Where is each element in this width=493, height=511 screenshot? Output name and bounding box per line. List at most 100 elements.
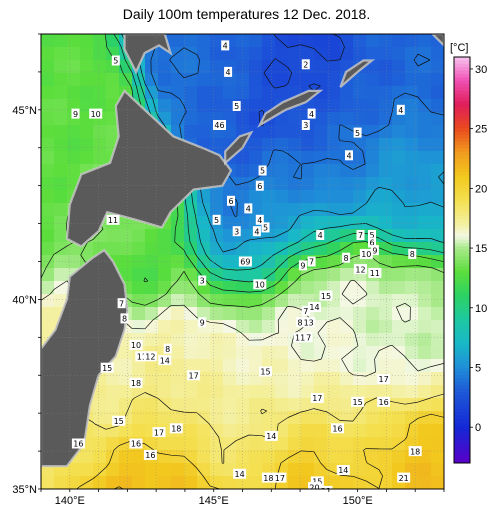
field-cell (54, 99, 68, 113)
contour-label-text: 14 (266, 432, 276, 441)
field-cell (431, 398, 444, 412)
field-cell (379, 411, 393, 425)
field-cell (431, 294, 444, 308)
field-cell (210, 138, 224, 152)
contour-label-box (135, 351, 149, 362)
field-cell (249, 190, 263, 204)
colorbar-cell (454, 266, 470, 271)
field-cell (249, 125, 263, 139)
field-cell (67, 73, 81, 87)
colorbar-cell (454, 97, 470, 102)
field-cell (314, 99, 328, 113)
colorbar-cell (454, 344, 470, 349)
land-masses (41, 34, 444, 468)
field-cell (106, 450, 120, 464)
field-cell (262, 47, 276, 61)
colorbar-cell (454, 361, 470, 366)
contour-label-box (120, 313, 129, 324)
field-cell (392, 177, 406, 191)
field-cell (366, 112, 380, 126)
field-cell (210, 346, 224, 360)
field-cell (236, 333, 250, 347)
field-cell (249, 294, 263, 308)
field-cell (405, 151, 419, 165)
field-cell (236, 320, 250, 334)
field-cell (418, 411, 432, 425)
field-cell (288, 190, 302, 204)
field-cell (366, 281, 380, 295)
field-cell (106, 125, 120, 139)
field-cell (249, 424, 263, 438)
field-cell (418, 34, 432, 48)
field-cell (275, 346, 289, 360)
field-cell (197, 216, 211, 230)
field-cell (210, 60, 224, 74)
contour-label-text: 18 (171, 425, 181, 434)
contour-label-text: 6 (369, 239, 374, 248)
field-cell (106, 476, 120, 489)
contour-label: 5 (261, 222, 270, 233)
field-cell (41, 177, 55, 191)
contour-label-text: 9 (372, 246, 377, 255)
field-cell (236, 359, 250, 373)
contour-label-text: 3 (200, 277, 205, 286)
colorbar-cell (454, 290, 470, 295)
field-cell (67, 476, 81, 489)
field-cell (158, 450, 172, 464)
field-cell (340, 86, 354, 100)
field-cell (119, 60, 133, 74)
contour-label-text: 3 (303, 121, 308, 130)
field-cell (41, 138, 55, 152)
field-cell (379, 346, 393, 360)
field-cell (67, 164, 81, 178)
field-cell (171, 411, 185, 425)
field-cell (353, 190, 367, 204)
field-cell (301, 203, 315, 217)
field-cell (379, 47, 393, 61)
field-cell (262, 346, 276, 360)
field-cell (67, 463, 81, 477)
contour-label-text: 14 (160, 356, 170, 365)
field-cell (171, 255, 185, 269)
field-cell (210, 437, 224, 451)
contour-label: 4 (221, 40, 230, 51)
field-cell (184, 385, 198, 399)
field-cell (119, 73, 133, 87)
field-cell (327, 60, 341, 74)
field-cell (119, 424, 133, 438)
field-cell (249, 320, 263, 334)
field-cell (314, 242, 328, 256)
contour-label-box (351, 396, 365, 407)
field-cell (236, 73, 250, 87)
field-cell (171, 333, 185, 347)
field-cell (301, 73, 315, 87)
field-cell (392, 47, 406, 61)
field-cell (171, 281, 185, 295)
field-cell (366, 476, 380, 489)
field-cell (171, 359, 185, 373)
field-cell (93, 60, 107, 74)
field-cell (262, 190, 276, 204)
field-cell (184, 60, 198, 74)
colorbar-cell (454, 283, 470, 288)
colorbar-cell (454, 371, 470, 376)
field-cell (392, 73, 406, 87)
field-cell (119, 255, 133, 269)
field-cell (158, 385, 172, 399)
field-cell (301, 424, 315, 438)
contour-label: 4 (252, 226, 261, 236)
contour-label: 5 (232, 101, 241, 111)
colorbar-cell (454, 354, 470, 359)
field-cell (171, 463, 185, 477)
field-cell (366, 86, 380, 100)
field-cell (301, 47, 315, 61)
field-cell (223, 333, 237, 347)
field-cell (366, 411, 380, 425)
field-cell (41, 73, 55, 87)
contour-label-text: 5 (263, 224, 268, 233)
field-cell (236, 281, 250, 295)
field-cell (366, 203, 380, 217)
field-cell (353, 411, 367, 425)
contour-label-text: 14 (235, 470, 245, 479)
field-cell (301, 372, 315, 386)
